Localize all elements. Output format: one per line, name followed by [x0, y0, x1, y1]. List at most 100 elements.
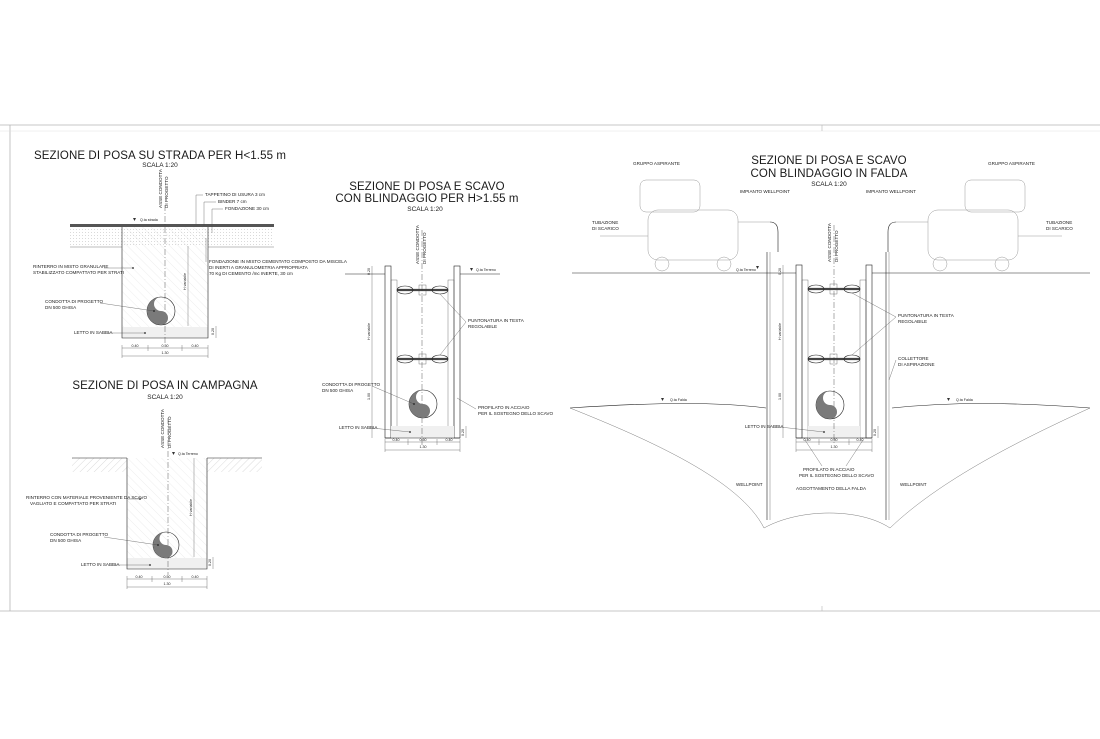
strada-foundation-note-1: FONDAZIONE IN MISTO CEMENTATO COMPOSTO D…	[209, 259, 348, 264]
falda-left-profile	[795, 264, 803, 439]
svg-text:0.20: 0.20	[367, 268, 371, 275]
falda-water-mark-right: Q.ta Falda	[956, 398, 973, 402]
falda-wellpoint-left-label: WELLPOINT	[736, 482, 763, 487]
falda-pump-right-label: GRUPPO ASPIRANTE	[988, 161, 1035, 166]
strada-backfill-2: STABILIZZATO COMPATTATO PER STRATI	[33, 270, 124, 275]
blindaggio-dim-3: 0.40	[446, 438, 453, 442]
falda-plant-right-label: IMPIANTO WELLPOINT	[866, 189, 916, 194]
blindaggio-dim-2: 0.50	[420, 438, 427, 442]
strada-depth-label: H variabile	[183, 273, 187, 290]
strada-sand-bed	[122, 327, 208, 338]
svg-text:0.20: 0.20	[211, 328, 215, 335]
svg-text:0.20: 0.20	[461, 429, 465, 436]
svg-text:1.00: 1.00	[367, 393, 371, 400]
strada-dim-3: 0.40	[192, 344, 199, 348]
blindaggio-strut-top	[396, 284, 449, 296]
falda-water-marker-left-icon	[661, 398, 664, 401]
strada-layer-2: BINDER 7 cm	[218, 199, 247, 204]
falda-dim-1: 0.40	[804, 438, 811, 442]
campagna-ground-mark: Q.ta Terreno	[178, 452, 198, 456]
strada-layer-1: TAPPETINO DI USURA 3 cm	[205, 192, 265, 197]
campagna-bed-label: LETTO IN SABBIA	[81, 562, 120, 567]
svg-text:1.00: 1.00	[778, 393, 782, 400]
falda-drawdown-curve	[569, 407, 1091, 529]
svg-text:0.20: 0.20	[873, 429, 877, 436]
svg-text:0.20: 0.20	[208, 559, 212, 566]
blindaggio-sand-bed	[391, 426, 454, 438]
blindaggio-right-profile	[453, 265, 461, 439]
strada-title: SEZIONE DI POSA SU STRADA PER H<1.55 m	[34, 150, 286, 162]
falda-collector-label-1: COLLETTORE	[898, 356, 929, 361]
campagna-sand-bed	[127, 558, 207, 569]
falda-strut-label-2: REGOLABILE	[898, 319, 927, 324]
falda-axis-label-1: ASSE CONDOTTA	[827, 222, 832, 262]
strada-bed-label: LETTO IN SABBIA	[74, 330, 113, 335]
campagna-dim-2: 0.50	[164, 575, 171, 579]
campagna-dim-3: 0.40	[192, 575, 199, 579]
falda-level-marker-icon	[756, 266, 759, 269]
blindaggio-strut-bottom	[396, 353, 449, 365]
blindaggio-bed-label: LETTO IN SABBIA	[339, 425, 378, 430]
section-campagna: SEZIONE DI POSA IN CAMPAGNA SCALA 1:20 A…	[26, 380, 262, 589]
strada-axis-label-2: DI PROGETTO	[164, 176, 169, 208]
blindaggio-profile-label-1: PROFILATO IN ACCIAIO	[478, 405, 530, 410]
blindaggio-strut-label-2: REGOLABILE	[468, 324, 497, 329]
blindaggio-ground-mark: Q.ta Terreno	[476, 268, 496, 272]
falda-strut-label-1: PUNTONATURA IN TESTA	[898, 313, 955, 318]
falda-pump-left-label: GRUPPO ASPIRANTE	[633, 161, 680, 166]
campagna-backfill-1: RINTERRO CON MATERIALE PROVENIENTE DA SC…	[26, 495, 147, 500]
falda-drawdown-label: AGGOTTAMENTO DELLA FALDA	[796, 486, 867, 491]
strada-backfill-1: RINTERRO IN MISTO GRANULARE	[33, 264, 108, 269]
strada-dim-2: 0.50	[162, 344, 169, 348]
campagna-dim-1: 0.40	[136, 575, 143, 579]
blindaggio-axis-label-1: ASSE CONDOTTA	[415, 224, 420, 264]
falda-discharge-left-2: DI SCARICO	[592, 226, 619, 231]
falda-profile-label-1: PROFILATO IN ACCIAIO	[803, 467, 855, 472]
falda-water-marker-right-icon	[947, 398, 950, 401]
blindaggio-pipe-label-1: CONDOTTA DI PROGETTO	[322, 382, 380, 387]
blindaggio-title-1: SEZIONE DI POSA E SCAVO	[349, 181, 504, 193]
strada-dim-1: 0.40	[132, 344, 139, 348]
blindaggio-axis-label-2: DI PROGETTO	[422, 232, 427, 264]
falda-title-2: CON BLINDAGGIO IN FALDA	[751, 168, 908, 180]
campagna-soil-right	[207, 458, 262, 472]
campagna-trench-fill	[127, 458, 207, 558]
strada-scale: SCALA 1:20	[142, 162, 178, 169]
falda-collector-label-2: DI ASPIRAZIONE	[898, 362, 935, 367]
strada-foundation-note-3: 70 Kg DI CEMENTO /mc INERTE, 30 cm	[209, 271, 293, 276]
section-strada: SEZIONE DI POSA SU STRADA PER H<1.55 m S…	[33, 150, 348, 358]
blindaggio-scale: SCALA 1:20	[407, 206, 443, 213]
strada-foundation-note-2: DI INERTI A GRANULOMETRIA APPROPRIATA	[209, 265, 309, 270]
strada-dim-total: 1.30	[162, 351, 169, 355]
falda-right-profile	[865, 264, 873, 439]
falda-plant-left-label: IMPIANTO WELLPOINT	[740, 189, 790, 194]
strada-level-marker-icon	[133, 218, 136, 221]
section-falda: SEZIONE DI POSA E SCAVO CON BLINDAGGIO I…	[569, 155, 1091, 529]
falda-bed-label: LETTO IN SABBIA	[745, 424, 784, 429]
falda-dim-3: 0.40	[857, 438, 864, 442]
sheet-frame	[0, 124, 1100, 612]
campagna-pipe-label-2: DN 500 GHISA	[50, 538, 82, 543]
campagna-title: SEZIONE DI POSA IN CAMPAGNA	[72, 380, 257, 392]
falda-discharge-right-2: DI SCARICO	[1046, 226, 1073, 231]
blindaggio-title-2: CON BLINDAGGIO PER H>1.55 m	[335, 193, 518, 205]
svg-text:0.20: 0.20	[778, 268, 782, 275]
section-blindaggio: SEZIONE DI POSA E SCAVO CON BLINDAGGIO P…	[322, 181, 553, 452]
strada-layer-3: FONDAZIONE 30 cm	[225, 206, 269, 211]
campagna-dim-total: 1.30	[164, 582, 171, 586]
falda-pump-right-icon	[887, 179, 1062, 272]
campagna-axis-label-2: DI PROGETTO	[167, 416, 172, 448]
blindaggio-depth-label: H variabile	[367, 323, 371, 340]
blindaggio-dim-1: 0.40	[393, 438, 400, 442]
blindaggio-pipe-label-2: DN 500 GHISA	[322, 388, 354, 393]
falda-water-table-right	[891, 403, 1091, 409]
falda-scale: SCALA 1:20	[811, 181, 847, 188]
falda-ground-mark: Q.ta Terreno	[736, 268, 756, 272]
blindaggio-profile-label-2: PER IL SOSTEGNO DELLO SCAVO	[478, 411, 553, 416]
strada-asphalt	[70, 224, 274, 227]
campagna-level-marker-icon	[172, 452, 175, 455]
falda-dim-2: 0.50	[831, 438, 838, 442]
falda-water-mark-left: Q.ta Falda	[670, 398, 687, 402]
falda-water-table-left	[569, 403, 767, 409]
